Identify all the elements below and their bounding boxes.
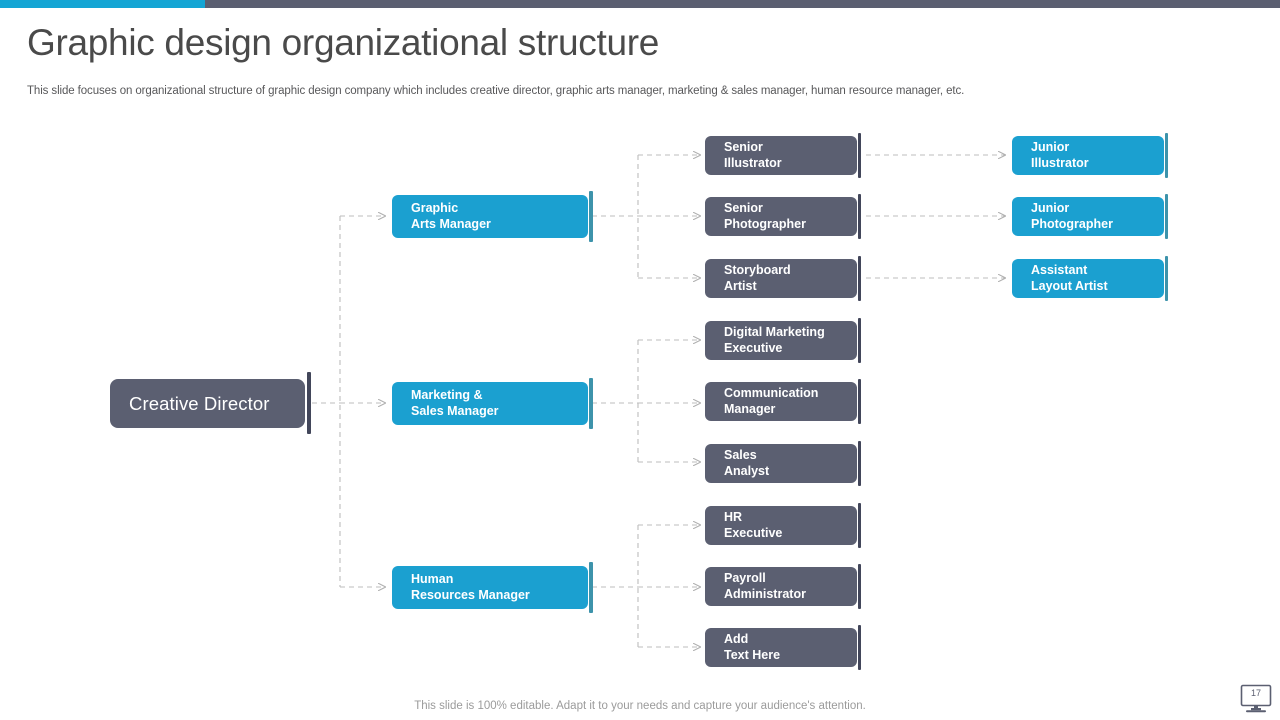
node-assistant-layout-artist-accent <box>1165 256 1168 301</box>
node-add-text-here-label: Add Text Here <box>724 631 781 662</box>
node-marketing-sales-manager[interactable]: Marketing & Sales Manager <box>392 382 588 425</box>
node-junior-illustrator-label: Junior Illustrator <box>1031 139 1089 170</box>
node-creative-director-accent <box>307 372 311 434</box>
node-payroll-administrator-label: Payroll Administrator <box>724 570 806 601</box>
node-senior-illustrator[interactable]: Senior Illustrator <box>705 136 857 175</box>
node-sales-analyst-label: Sales Analyst <box>724 447 770 478</box>
top-accent-bar-gray-segment <box>205 0 1280 8</box>
node-senior-photographer[interactable]: Senior Photographer <box>705 197 857 236</box>
node-communication-manager-accent <box>858 379 861 424</box>
node-hr-executive[interactable]: HR Executive <box>705 506 857 545</box>
page-subtitle: This slide focuses on organizational str… <box>27 85 965 97</box>
page-title: Graphic design organizational structure <box>27 22 660 63</box>
page-number: 17 <box>1250 688 1261 698</box>
node-creative-director[interactable]: Creative Director <box>110 379 305 428</box>
node-marketing-sales-manager-accent <box>589 378 593 429</box>
monitor-icon <box>1240 684 1272 713</box>
node-hr-executive-accent <box>858 503 861 548</box>
node-digital-marketing-executive-label: Digital Marketing Executive <box>724 324 825 355</box>
node-human-resources-manager-label: Human Resources Manager <box>411 571 530 602</box>
node-payroll-administrator-accent <box>858 564 861 609</box>
node-communication-manager-label: Communication Manager <box>724 385 819 416</box>
node-junior-photographer[interactable]: Junior Photographer <box>1012 197 1164 236</box>
node-digital-marketing-executive[interactable]: Digital Marketing Executive <box>705 321 857 360</box>
node-digital-marketing-executive-accent <box>858 318 861 363</box>
node-hr-executive-label: HR Executive <box>724 509 783 540</box>
node-sales-analyst[interactable]: Sales Analyst <box>705 444 857 483</box>
node-storyboard-artist-accent <box>858 256 861 301</box>
node-storyboard-artist-label: Storyboard Artist <box>724 262 791 293</box>
node-add-text-here-accent <box>858 625 861 670</box>
node-graphic-arts-manager-label: Graphic Arts Manager <box>411 200 491 231</box>
node-senior-photographer-label: Senior Photographer <box>724 200 806 231</box>
node-add-text-here[interactable]: Add Text Here <box>705 628 857 667</box>
node-payroll-administrator[interactable]: Payroll Administrator <box>705 567 857 606</box>
node-senior-photographer-accent <box>858 194 861 239</box>
top-accent-bar-cyan-segment <box>0 0 205 8</box>
node-sales-analyst-accent <box>858 441 861 486</box>
node-junior-illustrator[interactable]: Junior Illustrator <box>1012 136 1164 175</box>
node-creative-director-label: Creative Director <box>129 392 270 414</box>
node-assistant-layout-artist[interactable]: Assistant Layout Artist <box>1012 259 1164 298</box>
node-senior-illustrator-label: Senior Illustrator <box>724 139 782 170</box>
top-accent-bar <box>0 0 1280 8</box>
node-graphic-arts-manager-accent <box>589 191 593 242</box>
node-graphic-arts-manager[interactable]: Graphic Arts Manager <box>392 195 588 238</box>
node-junior-photographer-label: Junior Photographer <box>1031 200 1113 231</box>
node-marketing-sales-manager-label: Marketing & Sales Manager <box>411 387 499 418</box>
node-junior-photographer-accent <box>1165 194 1168 239</box>
node-human-resources-manager-accent <box>589 562 593 613</box>
node-junior-illustrator-accent <box>1165 133 1168 178</box>
node-human-resources-manager[interactable]: Human Resources Manager <box>392 566 588 609</box>
node-assistant-layout-artist-label: Assistant Layout Artist <box>1031 262 1108 293</box>
footer-note: This slide is 100% editable. Adapt it to… <box>414 700 866 712</box>
node-storyboard-artist[interactable]: Storyboard Artist <box>705 259 857 298</box>
node-communication-manager[interactable]: Communication Manager <box>705 382 857 421</box>
node-senior-illustrator-accent <box>858 133 861 178</box>
